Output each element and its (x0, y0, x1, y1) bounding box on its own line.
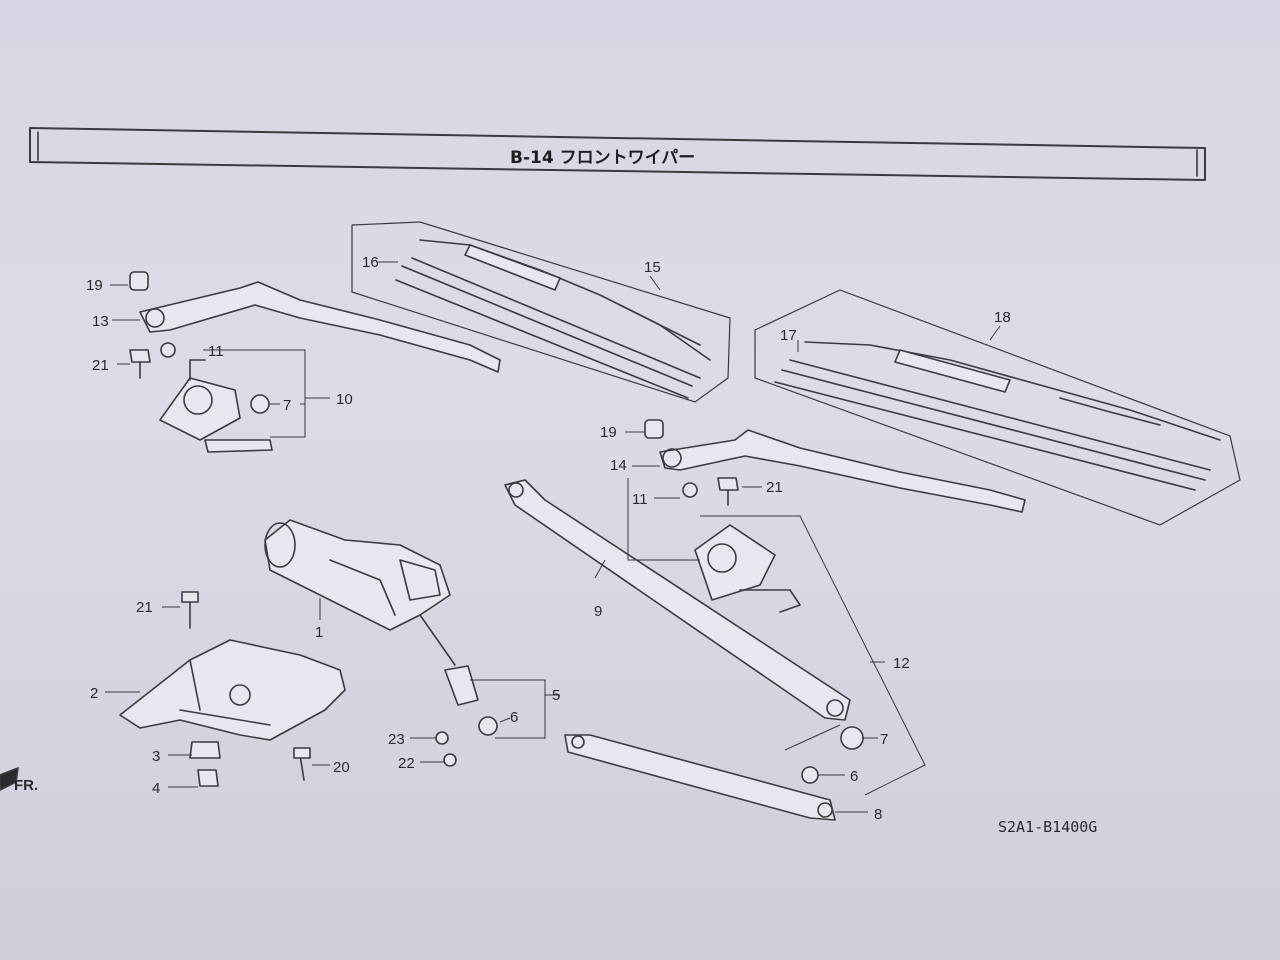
drawing-code: S2A1-B1400G (998, 818, 1097, 836)
callout-15: 15 (644, 259, 661, 276)
blade-assembly-left (754, 289, 1241, 526)
pivot-10 (129, 342, 273, 453)
callout-9: 9 (594, 603, 602, 620)
callout-1: 1 (315, 624, 323, 641)
callout-23: 23 (388, 731, 405, 748)
callout-21b: 21 (136, 599, 153, 616)
callout-11b: 11 (632, 491, 648, 508)
callout-12: 12 (893, 655, 910, 672)
callout-14: 14 (610, 457, 627, 474)
link-rod-8 (564, 734, 836, 821)
callout-19a: 19 (86, 277, 103, 294)
callout-7a: 7 (283, 397, 291, 414)
wiper-motor-1 (264, 519, 451, 631)
callout-18: 18 (994, 309, 1011, 326)
leader-lines (105, 261, 1001, 813)
wiper-arm-14 (644, 419, 1026, 513)
orientation-label: FR. (14, 777, 38, 794)
callout-2: 2 (90, 685, 98, 702)
blade-assembly-right (351, 221, 731, 403)
link-rod-9 (504, 479, 851, 721)
callout-4: 4 (152, 780, 160, 797)
callout-19b: 19 (600, 424, 617, 441)
callout-6a: 6 (510, 709, 518, 726)
callout-17: 17 (780, 327, 797, 344)
callout-6b: 6 (850, 768, 858, 785)
callout-labels: 1 2 3 4 5 6 6 7 7 8 9 10 11 11 12 13 14 … (86, 254, 1011, 823)
wiper-arm-13 (129, 271, 501, 373)
callout-22: 22 (398, 755, 415, 772)
callout-21c: 21 (766, 479, 783, 496)
motor-bracket-2 (119, 639, 346, 741)
callout-8: 8 (874, 806, 882, 823)
page-title: B-14 フロントワイパー (510, 148, 695, 168)
callout-21a: 21 (92, 357, 109, 374)
callout-20: 20 (333, 759, 350, 776)
callout-3: 3 (152, 748, 160, 765)
callout-11a: 11 (208, 343, 224, 360)
title-frame: B-14 フロントワイパー (29, 127, 1206, 181)
callout-7b: 7 (880, 731, 888, 748)
callout-13: 13 (92, 313, 109, 330)
callout-16: 16 (362, 254, 379, 271)
hardware (181, 591, 864, 787)
front-orientation-marker: FR. (0, 767, 38, 794)
callout-10: 10 (336, 391, 353, 408)
callout-5: 5 (552, 687, 560, 704)
pivot-12 (682, 477, 801, 613)
